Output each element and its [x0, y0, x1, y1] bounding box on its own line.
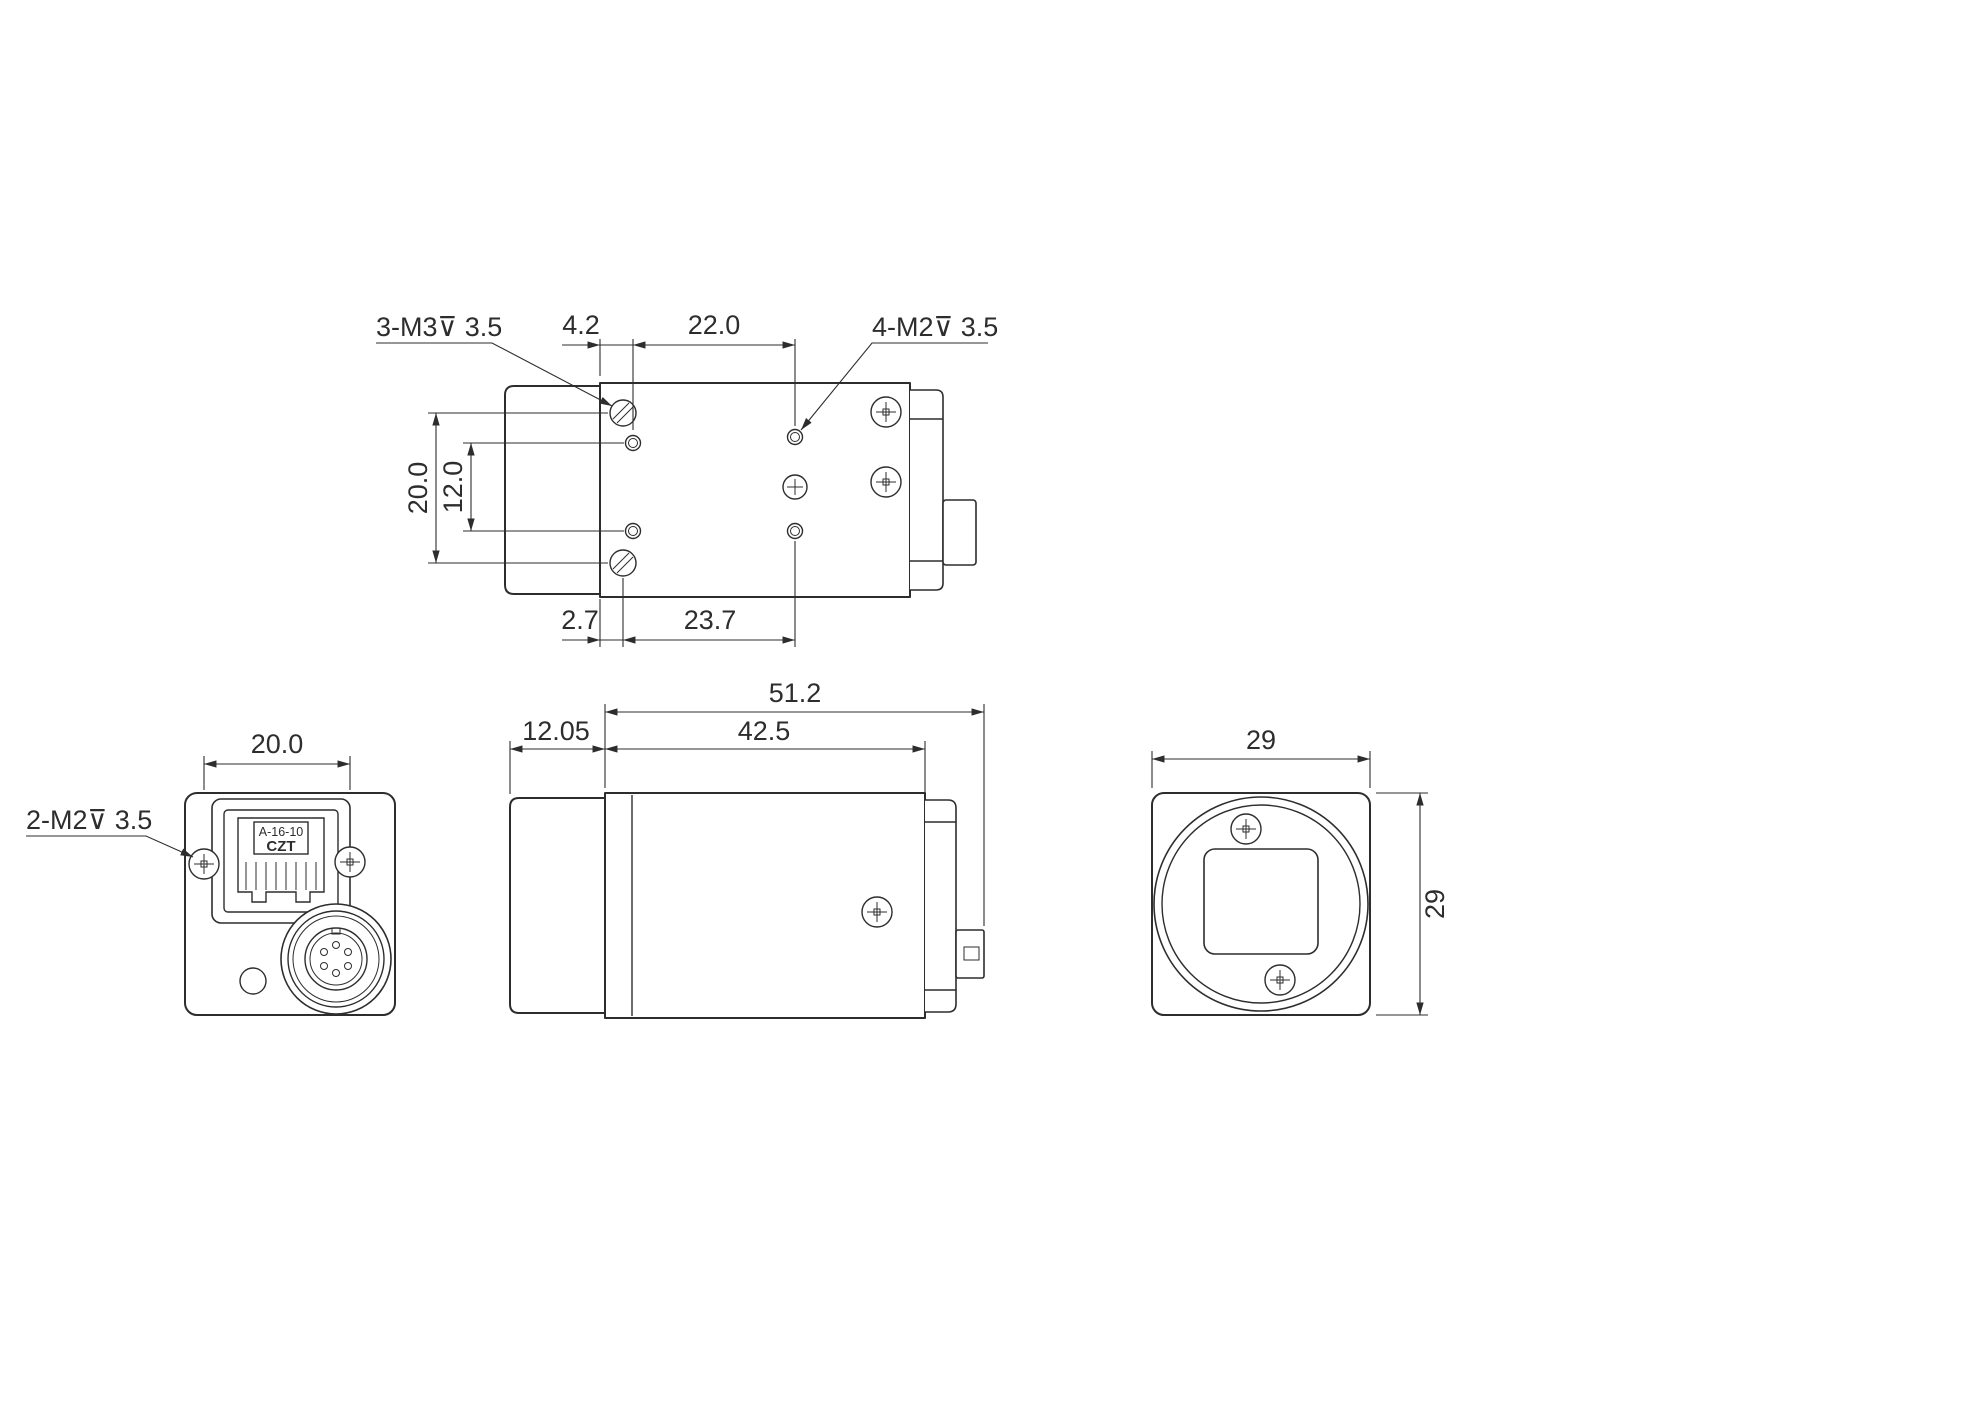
rear-plate	[910, 389, 944, 591]
led-indicator	[239, 967, 267, 995]
dim-label-20-0: 20.0	[403, 462, 433, 515]
front-view: 29 29	[1151, 725, 1450, 1016]
lens-mount-inner	[1161, 804, 1361, 1004]
m2-screw-icon	[188, 848, 220, 880]
dim-label-4-2: 4.2	[562, 310, 600, 340]
back-view: A-16-10 CZT	[26, 729, 396, 1016]
m2-tapped-hole	[786, 428, 804, 446]
back-view-dimensions: 20.0 2-M2⊽ 3.5	[26, 729, 351, 858]
lens-barrel	[509, 797, 606, 1014]
callout-4m2-label: 4-M2⊽ 3.5	[872, 312, 998, 342]
io-connector	[955, 929, 985, 979]
dim-label-51-2: 51.2	[769, 678, 822, 708]
dim-label-42-5: 42.5	[738, 716, 791, 746]
rj45-label-line2: CZT	[266, 838, 295, 855]
m3-screw-hole	[609, 399, 637, 427]
camera-body	[599, 382, 911, 598]
rear-plate	[925, 799, 957, 1013]
m2-tapped-hole	[786, 522, 804, 540]
assembly-screw-icon	[861, 896, 893, 928]
side-view-dimensions: 51.2 12.05 42.5	[509, 678, 985, 926]
callout-2m2-leader	[26, 835, 194, 858]
dim-label-back-20-0: 20.0	[251, 729, 304, 759]
m2-tapped-hole	[624, 434, 642, 452]
assembly-screw-icon	[870, 466, 902, 498]
top-view-dimensions: 4.2 22.0 3-M3⊽ 3.5 4-M2⊽ 3.5 20.0 12.0	[376, 310, 998, 647]
top-view: 4.2 22.0 3-M3⊽ 3.5 4-M2⊽ 3.5 20.0 12.0	[376, 310, 998, 647]
rj45-label-box	[253, 821, 309, 855]
rj45-label-line1: A-16-10	[259, 825, 304, 839]
connector-pins	[320, 941, 352, 977]
mount-screw-icon	[1264, 964, 1296, 996]
callout-2m2-label: 2-M2⊽ 3.5	[26, 805, 152, 835]
io-connector-key	[963, 946, 980, 961]
m3-center-hole	[782, 474, 808, 500]
rj45-pins	[245, 862, 317, 890]
sensor-aperture	[1203, 848, 1319, 955]
callout-3m3-leader	[376, 342, 613, 407]
m3-screw-hole	[609, 549, 637, 577]
dim-label-29-width: 29	[1246, 725, 1276, 755]
dim-label-29-height: 29	[1420, 889, 1450, 919]
dim-label-12-05: 12.05	[522, 716, 590, 746]
front-view-dimensions: 29 29	[1151, 725, 1450, 1016]
dim-label-2-7: 2.7	[561, 605, 599, 635]
mount-screw-icon	[1230, 813, 1262, 845]
callout-3m3-label: 3-M3⊽ 3.5	[376, 312, 502, 342]
rj45-connector: A-16-10 CZT	[211, 798, 351, 924]
side-view: 51.2 12.05 42.5	[509, 678, 985, 1019]
callout-4m2-leader	[800, 342, 988, 431]
hirose-connector	[280, 903, 392, 1015]
dim-label-12-0: 12.0	[438, 461, 468, 514]
dim-label-23-7: 23.7	[684, 605, 737, 635]
lens-barrel	[504, 385, 601, 595]
dim-label-22-0: 22.0	[688, 310, 741, 340]
m2-tapped-hole	[624, 522, 642, 540]
assembly-screw-icon	[870, 396, 902, 428]
io-connector	[942, 499, 977, 566]
m2-screw-icon	[334, 846, 366, 878]
